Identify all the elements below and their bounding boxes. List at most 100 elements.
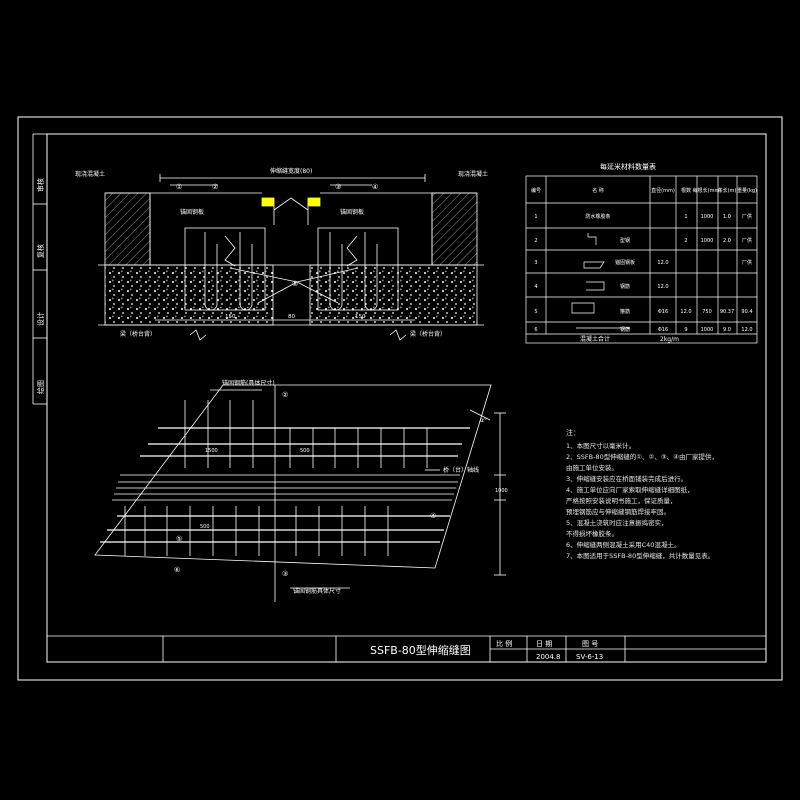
table-cell: 12.0: [657, 284, 668, 290]
table-cell: 厂供: [742, 213, 752, 220]
note-line-10: 6、伸缩缝两侧混凝土采用C40混凝土。: [566, 541, 681, 549]
table-cell: 1000: [701, 214, 714, 220]
note-line-6: 严格按照安装说明书施工，保证质量，: [566, 497, 677, 505]
outer-frame: [17, 116, 783, 681]
table-header-cell: 编号: [531, 187, 541, 194]
strip-label-1: 审核: [36, 178, 45, 192]
label-left-concrete: 现浇混凝土: [75, 170, 105, 178]
strip-label-3: 设计: [36, 312, 45, 326]
table-cell: 90.37: [720, 309, 734, 315]
table-header-cell: 名 称: [592, 187, 604, 194]
plan-dim-1: 1500: [205, 448, 218, 454]
strip-label-4: 绘图: [36, 380, 45, 394]
table-cell: 12.0: [741, 327, 752, 333]
inner-frame: [46, 133, 767, 663]
title-block: [47, 635, 766, 662]
date-label: 日 期: [536, 640, 552, 648]
plan-callout-3: ③: [282, 570, 288, 578]
note-line-3: 由施工单位安装。: [566, 464, 618, 472]
table-cell: 90.4: [741, 309, 752, 315]
label-total-width: 伸缩缝宽度(80): [270, 167, 312, 175]
drawing-no-label: 图 号: [582, 640, 598, 648]
left-hatched-wall: [104, 192, 151, 266]
table-cell: 9.0: [723, 327, 731, 333]
plan-callout-2: ②: [282, 391, 288, 399]
table-cell: 5: [534, 309, 537, 315]
section-callout-2: ②: [212, 183, 218, 191]
plan-label-axis: 桥（台）轴线: [443, 466, 479, 474]
note-line-9: 不得损坏橡胶条。: [566, 530, 618, 538]
note-line-7: 预埋钢筋应与伸缩缝钢筋焊接牢固。: [566, 508, 670, 516]
right-anchor-frame: [317, 227, 399, 311]
table-cell: Φ16: [658, 327, 668, 333]
table-cell: 2: [534, 238, 537, 244]
table-cell: 12.0: [657, 260, 668, 266]
section-callout-5: ⑤: [292, 280, 298, 288]
table-cell: 厂供: [742, 237, 752, 244]
section-callout-1: ①: [176, 183, 182, 191]
label-beam-left: 梁（桥台背）: [120, 330, 156, 338]
table-cell: 2.0: [723, 238, 731, 244]
plan-callout-4: ④: [430, 512, 436, 520]
drawing-title: SSFB-80型伸缩缝图: [370, 643, 471, 657]
table-header-cell: 根数: [681, 187, 691, 194]
date-value: 2004.8: [536, 653, 561, 661]
plan-parallelogram: [94, 384, 492, 569]
table-cell-name: 型钢: [620, 237, 630, 244]
table-cell: 9: [684, 327, 687, 333]
notes-heading: 注：: [566, 429, 580, 437]
plan-label-top: 锚固钢筋(具体尺寸): [222, 379, 275, 387]
table-cell: 1000: [701, 238, 714, 244]
dim-mid: 80: [288, 314, 295, 320]
right-hatched-wall: [431, 192, 478, 266]
drawing-no-value: SV-6-13: [576, 653, 603, 661]
note-line-11: 7、本图适用于SSFB-80型伸缩缝，共计数量见表。: [566, 552, 715, 560]
materials-table: [525, 175, 758, 344]
strip-label-2: 复核: [36, 244, 45, 258]
left-signature-strip: 审核 复核 设计 绘图: [32, 133, 47, 405]
note-line-4: 3、伸缩缝安装应在桥面铺装完成后进行。: [566, 475, 688, 483]
table-cell: 1.0: [723, 214, 731, 220]
table-total-label: 混凝土合计: [580, 335, 610, 343]
plan-label-bottom: 锚固钢筋具体尺寸: [293, 587, 341, 595]
table-total-value: 2kg/m: [660, 336, 679, 343]
note-line-5: 4、施工单位应向厂家索取伸缩缝详细图纸，: [566, 486, 694, 494]
table-cell: 2: [684, 238, 687, 244]
table-cell: 750: [702, 309, 712, 315]
table-cell-name: 钢筋: [620, 326, 630, 333]
table-cell: 6: [534, 327, 537, 333]
table-cell-name: 箍筋: [620, 308, 630, 315]
plan-dim-2: 500: [300, 448, 310, 454]
section-callout-3: ③: [335, 183, 341, 191]
plan-callout-6: ⑥: [174, 566, 180, 574]
plan-angle: α°: [480, 417, 487, 424]
label-beam-right: 梁（桥台背）: [410, 330, 446, 338]
scale-label: 比 例: [496, 639, 512, 648]
table-header-cell: 每根长(mm): [693, 187, 722, 194]
plan-callout-5: ⑤: [176, 535, 182, 543]
table-cell: 12.0: [680, 309, 691, 315]
left-concrete-base: [104, 264, 274, 326]
label-right-seal: 锚固钢板: [340, 208, 364, 216]
right-concrete-base: [309, 264, 478, 326]
table-cell: 4: [534, 284, 537, 290]
right-steel-profile: [307, 197, 321, 207]
notes-block: 注： 1、本图尺寸以毫米计。 2、SSFB-80型伸缩缝的①、②、③、④由厂家提…: [566, 428, 766, 562]
table-cell-name: 锚固钢板: [615, 259, 635, 266]
section-callout-4: ④: [372, 183, 378, 191]
table-cell-name: 钢筋: [620, 283, 630, 290]
left-steel-profile: [261, 197, 275, 207]
table-cell: 3: [534, 260, 537, 266]
plan-dim-4: 1000: [495, 488, 508, 494]
plan-view: [94, 384, 506, 602]
note-line-2: 2、SSFB-80型伸缩缝的①、②、③、④由厂家提供，: [566, 453, 719, 461]
cross-section-view: [98, 174, 484, 341]
table-header-cell: 共长(m): [718, 187, 737, 194]
table-title: 每延米材料数量表: [600, 162, 656, 171]
table-cell: 1: [684, 214, 687, 220]
label-right-concrete: 现浇混凝土: [458, 170, 488, 178]
table-header-cell: 重量(kg): [737, 187, 757, 194]
table-cell: 厂供: [742, 259, 752, 266]
